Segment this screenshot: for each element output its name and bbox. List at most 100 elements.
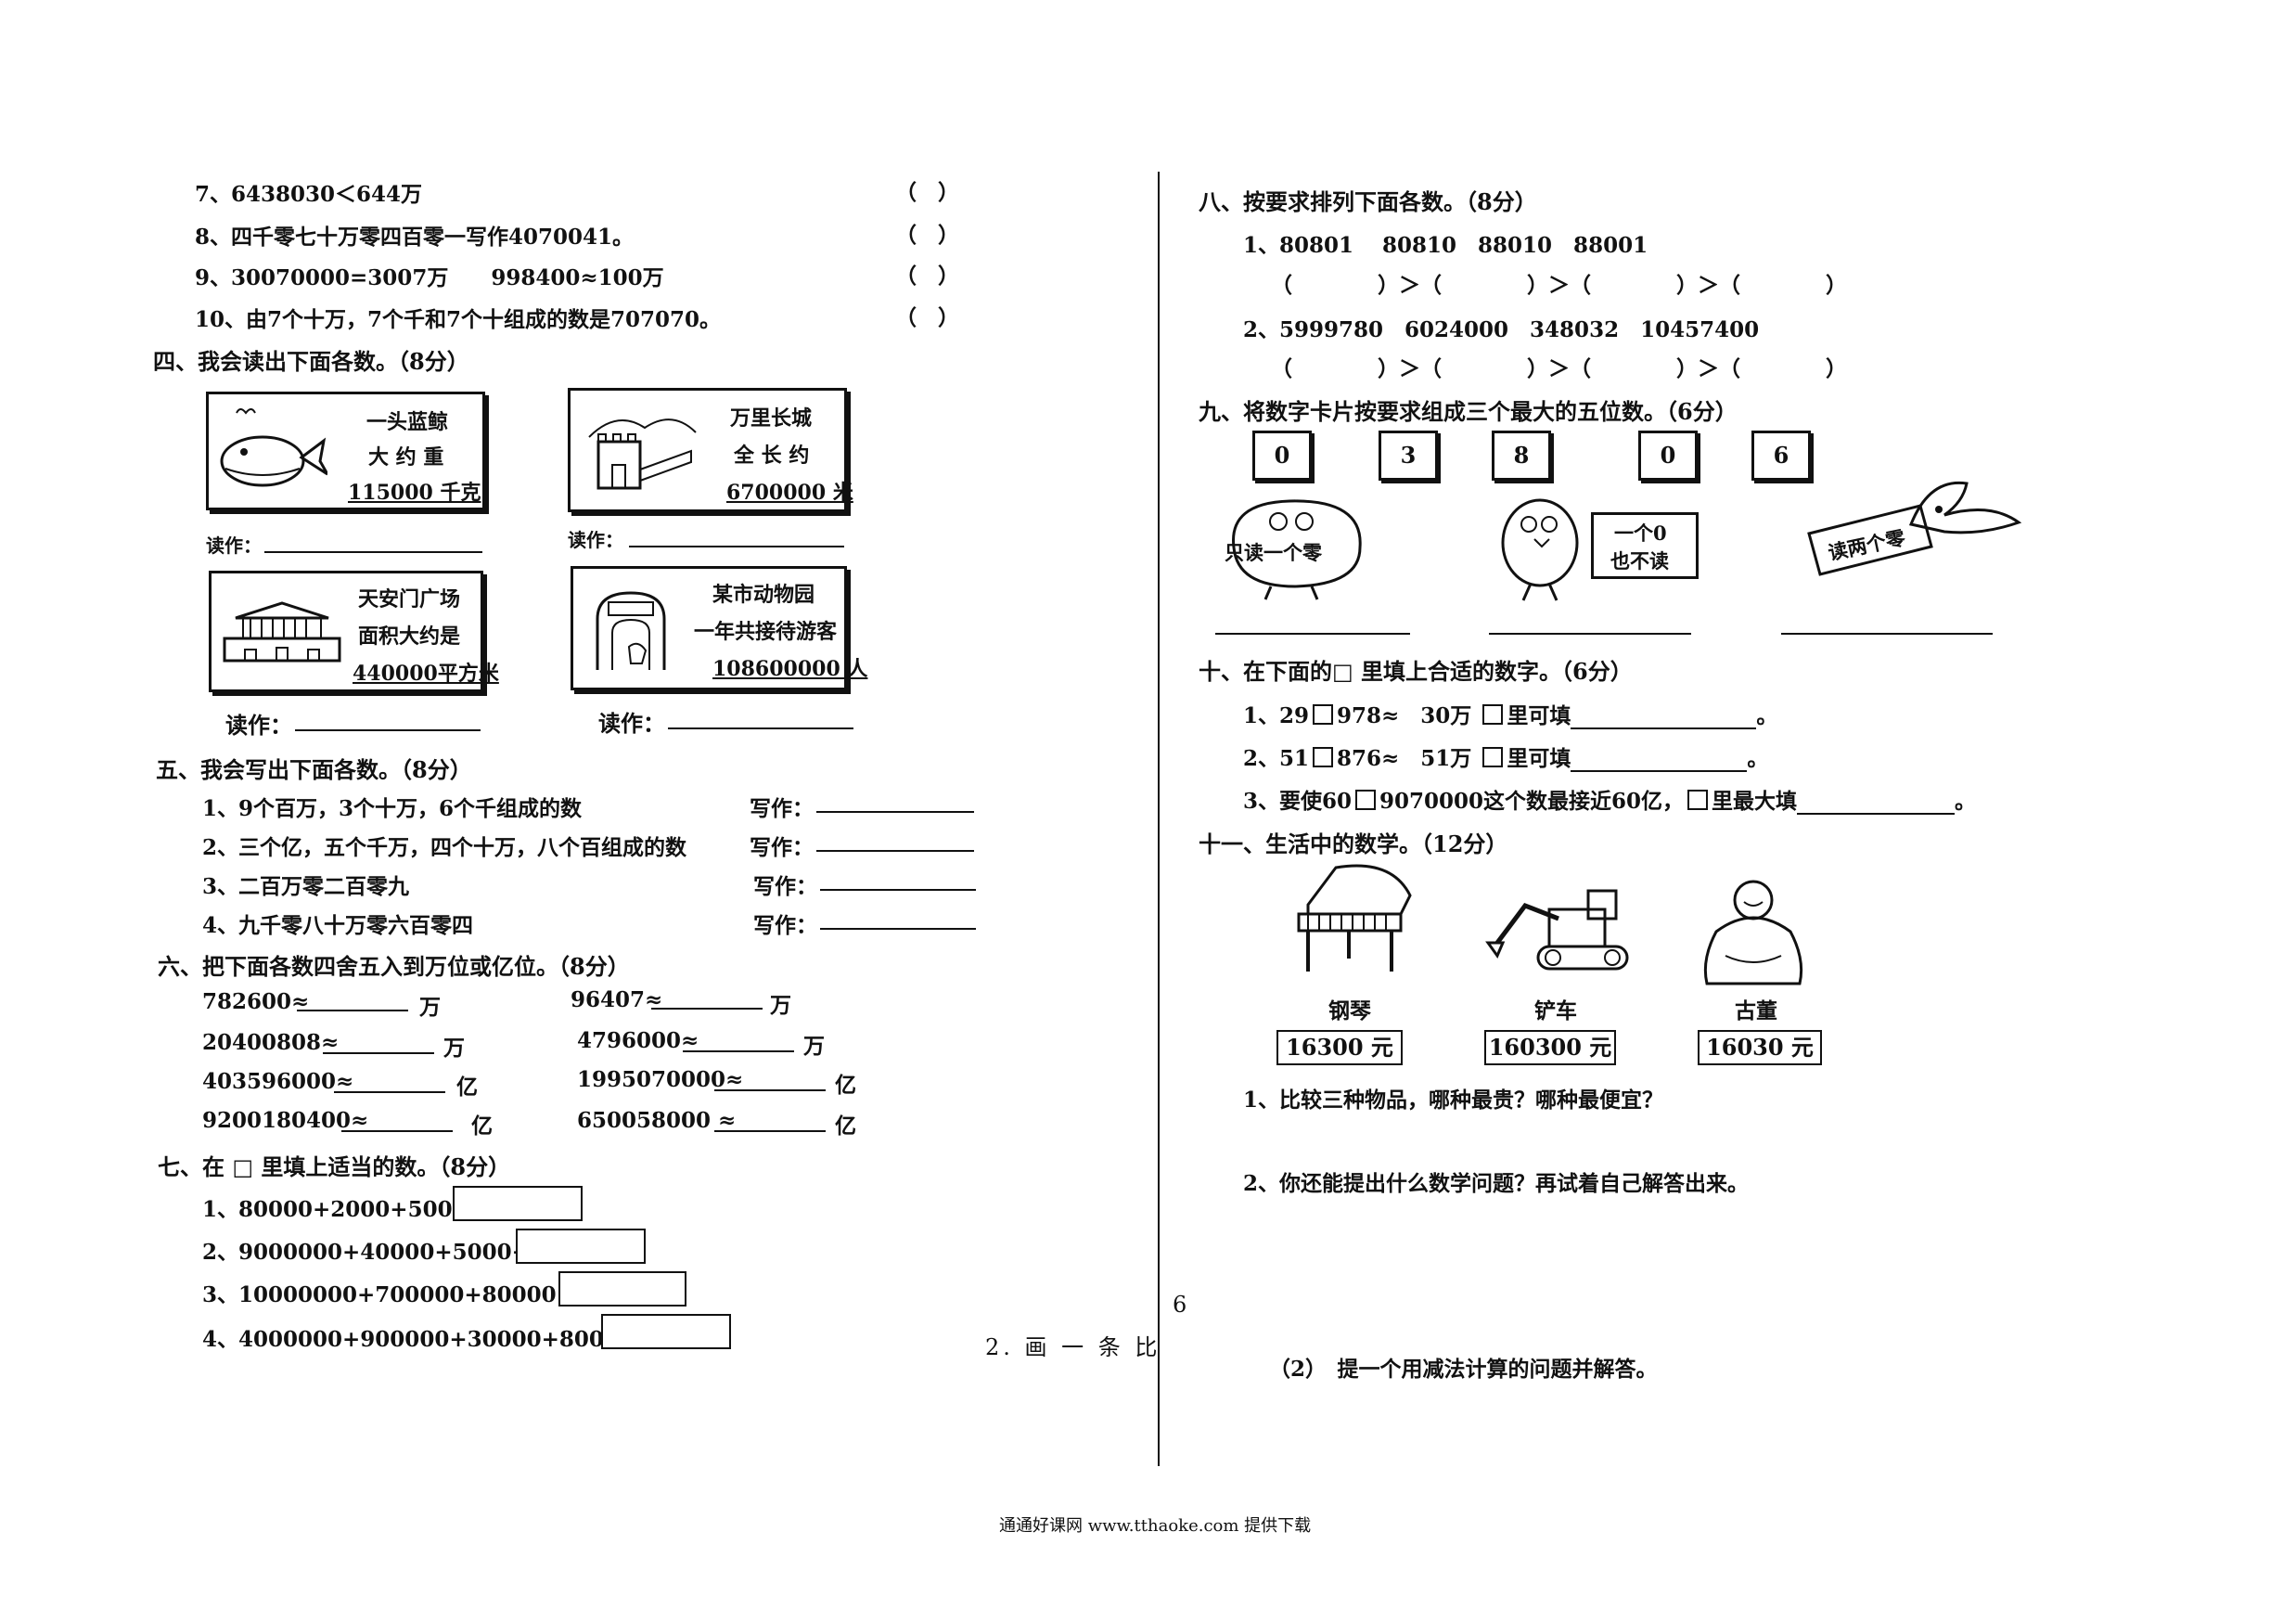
- bleed-text: 2. 画 一 条 比: [985, 1334, 1161, 1360]
- round-unit-5: 亿: [456, 1075, 478, 1100]
- digit-fill-3-mid: 9070000这个数最接近60亿，: [1379, 789, 1685, 814]
- judge-paren-10[interactable]: （ ）: [895, 305, 959, 330]
- card-greatwall-line2: 全 长 约: [734, 444, 810, 468]
- read-label-greatwall: 读作：: [568, 529, 623, 551]
- item-name-excavator: 铲车: [1534, 998, 1577, 1023]
- excavator-icon: [1485, 889, 1629, 971]
- judge-paren-7[interactable]: （ ）: [895, 180, 959, 205]
- answer-one-zero[interactable]: [1215, 612, 1410, 635]
- round-unit-8: 亿: [835, 1114, 856, 1139]
- digit-fill-1-prefix: 1、29: [1243, 703, 1310, 728]
- fill-box-1[interactable]: [453, 1186, 583, 1221]
- fill-box-4[interactable]: [601, 1314, 731, 1349]
- round-item-8: 650058000 ≈: [577, 1108, 737, 1133]
- round-unit-2: 万: [770, 993, 791, 1018]
- digit-fill-3-period: 。: [1955, 789, 1977, 814]
- price-antique: 16030 元: [1698, 1030, 1822, 1065]
- card-whale-line2: 大 约 重: [368, 445, 444, 470]
- write-label-1: 写作：: [750, 796, 814, 821]
- column-divider: [1158, 172, 1160, 1466]
- digit-fill-1-answer[interactable]: [1571, 707, 1757, 729]
- order-row-2-answer[interactable]: （ ）＞（ ）＞（ ）＞（ ）: [1271, 356, 1847, 381]
- digit-fill-3-answer[interactable]: [1797, 792, 1956, 815]
- info-card-whale: 一头蓝鲸 大 约 重 115000 千克: [206, 392, 485, 510]
- write-label-3: 写作：: [753, 874, 817, 899]
- answer-two-zeros[interactable]: [1781, 612, 1993, 635]
- great-wall-icon: [588, 418, 697, 490]
- round-item-3: 20400808≈: [202, 1030, 340, 1055]
- round-answer-2[interactable]: [651, 987, 763, 1010]
- round-item-4: 4796000≈: [577, 1028, 699, 1053]
- read-answer-greatwall[interactable]: [629, 525, 844, 547]
- zoo-gate-icon: [596, 591, 666, 670]
- card-greatwall-line3: 6700000 米: [726, 481, 853, 505]
- write-answer-3[interactable]: [820, 869, 976, 891]
- digit-square-2[interactable]: [1313, 747, 1334, 767]
- judge-paren-9[interactable]: （ ）: [895, 264, 959, 289]
- digit-square-3[interactable]: [1355, 790, 1377, 810]
- sign-line-1: 一个0: [1614, 521, 1667, 545]
- round-answer-6[interactable]: [714, 1069, 826, 1091]
- section-4-title: 四、我会读出下面各数。（8分）: [153, 348, 469, 375]
- digit-fill-3-label: 里最大填: [1712, 789, 1798, 814]
- bubble-read-one-zero: 只读一个零: [1225, 541, 1322, 564]
- round-answer-4[interactable]: [683, 1030, 794, 1052]
- digit-fill-1-period: 。: [1756, 703, 1778, 728]
- digit-fill-3-prefix: 3、要使60: [1243, 789, 1353, 814]
- section-7-title: 七、在 □ 里填上适当的数。（8分）: [158, 1153, 511, 1180]
- fill-box-2[interactable]: [516, 1229, 646, 1264]
- fill-item-2: 2、9000000+40000+5000+30=: [202, 1240, 578, 1265]
- card-zoo-line3: 108600000 人: [712, 657, 868, 681]
- info-card-tiananmen: 天安门广场 面积大约是 440000平方米: [209, 571, 499, 692]
- buddha-statue-icon: [1703, 880, 1803, 985]
- write-item-2: 2、三个亿，五个千万，四个十万，八个百组成的数: [202, 835, 687, 860]
- read-answer-zoo[interactable]: [668, 707, 853, 729]
- round-answer-1[interactable]: [297, 989, 408, 1011]
- card-tiananmen-line1: 天安门广场: [358, 587, 461, 611]
- write-item-1: 1、9个百万，3个十万，6个千组成的数: [202, 796, 583, 821]
- round-unit-6: 亿: [835, 1073, 856, 1098]
- judge-paren-8[interactable]: （ ）: [895, 223, 959, 248]
- digit-fill-2-answer[interactable]: [1571, 750, 1748, 772]
- card-greatwall-line1: 万里长城: [730, 406, 813, 431]
- fill-box-3[interactable]: [558, 1271, 686, 1307]
- digit-square-1[interactable]: [1313, 704, 1334, 725]
- footer-credit: 通通好课网 www.tthaoke.com 提供下载: [999, 1516, 1312, 1536]
- digit-fill-1-mid: 978≈ 30万: [1337, 703, 1472, 728]
- judge-item-8: 8、四千零七十万零四百零一写作4070041。: [195, 225, 635, 250]
- round-item-7: 9200180400≈: [202, 1108, 369, 1133]
- write-answer-2[interactable]: [816, 830, 974, 852]
- section-10-title: 十、在下面的□ 里填上合适的数字。（6分）: [1199, 658, 1633, 685]
- whale-icon: [220, 408, 327, 487]
- price-piano: 16300 元: [1276, 1030, 1403, 1065]
- digit-fill-2-prefix: 2、51: [1243, 746, 1310, 771]
- round-unit-3: 万: [443, 1036, 465, 1061]
- round-answer-8[interactable]: [714, 1110, 826, 1132]
- round-item-6: 1995070000≈: [577, 1067, 744, 1092]
- round-item-5: 403596000≈: [202, 1069, 354, 1094]
- info-card-greatwall: 万里长城 全 长 约 6700000 米: [568, 388, 853, 512]
- read-answer-whale[interactable]: [264, 531, 482, 553]
- flying-bird-icon: [1807, 481, 2022, 576]
- answer-no-zero[interactable]: [1489, 612, 1691, 635]
- write-answer-1[interactable]: [816, 791, 974, 813]
- write-item-3: 3、二百万零二百零九: [202, 874, 410, 899]
- write-answer-4[interactable]: [820, 908, 976, 930]
- round-answer-5[interactable]: [334, 1071, 445, 1093]
- read-label-whale: 读作：: [206, 534, 262, 557]
- round-answer-7[interactable]: [341, 1110, 453, 1132]
- card-zoo-line1: 某市动物园: [712, 583, 815, 607]
- digit-card-1: 0: [1252, 431, 1312, 481]
- order-row-2-numbers: 2、5999780 6024000 348032 10457400: [1243, 317, 1760, 342]
- round-answer-3[interactable]: [323, 1032, 434, 1054]
- round-item-1: 782600≈: [202, 989, 310, 1014]
- write-label-2: 写作：: [750, 835, 814, 860]
- round-character-icon: [1232, 499, 1362, 600]
- read-answer-tiananmen[interactable]: [295, 709, 481, 731]
- round-unit-4: 万: [803, 1034, 825, 1059]
- bird-icon: [1501, 498, 1579, 601]
- order-row-1-answer[interactable]: （ ）＞（ ）＞（ ）＞（ ）: [1271, 273, 1847, 298]
- digit-card-2: 3: [1379, 431, 1438, 481]
